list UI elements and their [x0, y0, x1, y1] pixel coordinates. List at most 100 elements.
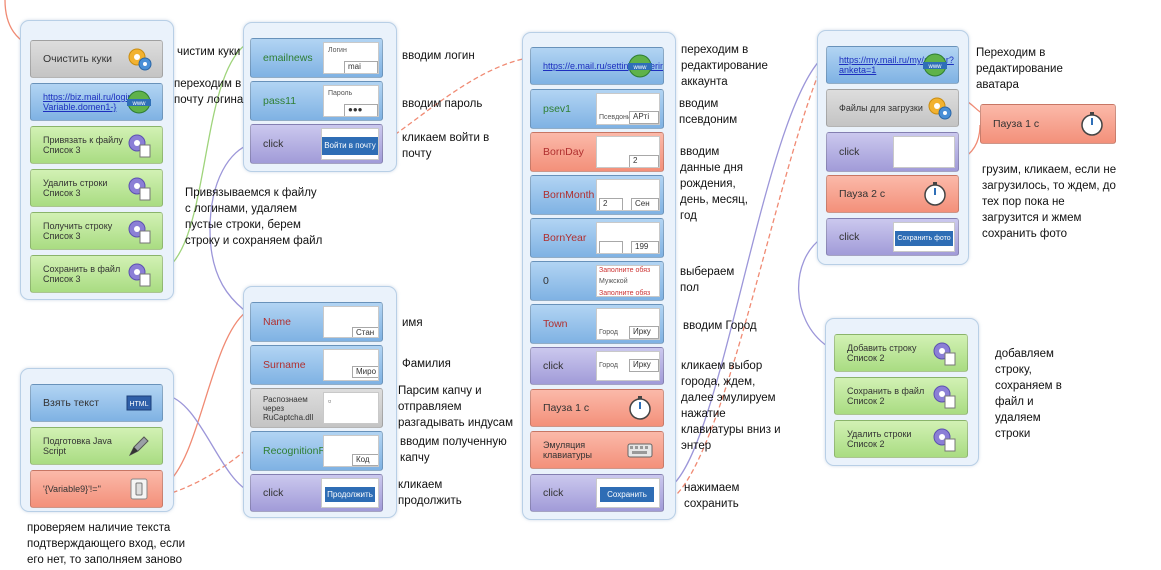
gear-file-icon	[128, 263, 151, 287]
svg-text:www: www	[132, 101, 147, 107]
captcha-code-preview: Код	[323, 435, 379, 467]
stopwatch-icon	[629, 396, 651, 420]
www-globe-icon: www	[923, 53, 947, 77]
block-add-row[interactable]: Добавить строку Список 2	[834, 334, 968, 372]
note-captcha: Парсим капчу и отправляем разгадывать ин…	[398, 385, 513, 429]
pen-icon	[128, 436, 149, 457]
name-preview: Стан	[323, 306, 379, 338]
captcha-preview: ▫	[323, 392, 379, 424]
note-nickname: вводим псевдоним	[679, 98, 738, 126]
note-name: имя	[402, 317, 423, 329]
block-prepare-js[interactable]: Подготовка Java Script	[30, 427, 163, 465]
svg-text:HTML: HTML	[129, 401, 148, 408]
block-bind-file[interactable]: Привязать к файлу Список 3	[30, 126, 163, 164]
html-icon: HTML	[126, 395, 152, 411]
note-upload: грузим, кликаем, если не загрузилось, то…	[982, 164, 1117, 240]
block-upload-files[interactable]: Файлы для загрузки	[826, 89, 959, 127]
wire-col2-loop	[209, 143, 252, 311]
born-day-preview: 2	[596, 136, 660, 168]
note-clear-cookies: чистим куки	[177, 46, 241, 58]
born-month-preview: 2 Сен	[596, 179, 660, 211]
block-born-year[interactable]: BornYear 199	[530, 218, 664, 258]
note-surname: Фамилия	[402, 358, 451, 370]
save-photo-preview: Сохранить фото	[893, 222, 955, 252]
note-bind-file: Привязываемся к файлу с логинами, удаляе…	[185, 187, 323, 247]
password-preview: Пароль ●●●	[323, 85, 379, 117]
gear-cookie-icon	[928, 97, 952, 120]
block-input-name[interactable]: Name Стан	[250, 302, 383, 342]
login-preview: Логин mai	[323, 42, 379, 74]
block-select-gender[interactable]: 0 Заполните обяз Мужской Заполните обяз	[530, 261, 664, 301]
svg-text:www: www	[633, 65, 648, 71]
block-pause-2s[interactable]: Пауза 2 с	[826, 175, 959, 213]
note-enter-captcha: вводим полученную капчу	[400, 436, 507, 464]
gender-preview: Заполните обяз Мужской Заполните обяз	[596, 265, 660, 297]
block-click-upload[interactable]: click	[826, 132, 959, 172]
block-goto-biz-mail[interactable]: https://biz.mail.ru/login/{-Variable.dom…	[30, 83, 163, 121]
town-preview: Город Ирку	[596, 308, 660, 340]
block-born-month[interactable]: BornMonth 2 Сен	[530, 175, 664, 215]
wire-col1-to-col2	[164, 44, 246, 271]
block-click-continue[interactable]: click Продолжить	[250, 474, 383, 512]
note-gender: выбераем пол	[680, 266, 735, 294]
www-globe-icon: www	[628, 54, 652, 78]
note-finalize: добавляем строку, сохраняем в файл и уда…	[995, 348, 1062, 440]
www-globe-icon: www	[127, 90, 151, 114]
note-goto-account: переходим в редактирование аккаунта	[681, 44, 768, 88]
note-save-account: нажимаем сохранить	[684, 482, 740, 510]
block-save-file-2[interactable]: Сохранить в файл Список 2	[834, 377, 968, 415]
gear-cookie-icon	[128, 48, 152, 71]
gear-file-icon	[933, 385, 956, 409]
switch-icon	[130, 478, 148, 500]
block-take-text[interactable]: Взять текст HTML	[30, 384, 163, 422]
block-save-file[interactable]: Сохранить в файл Список 3	[30, 255, 163, 293]
block-click-save-photo[interactable]: click Сохранить фото	[826, 218, 959, 256]
gear-file-icon	[128, 177, 151, 201]
keyboard-icon	[627, 443, 653, 458]
note-goto-mail: переходим в почту логина	[174, 78, 244, 106]
surname-preview: Миро	[323, 349, 379, 381]
block-input-nickname[interactable]: psev1 Псевдоним APтi	[530, 89, 664, 129]
block-click-login[interactable]: click Войти в почту	[250, 124, 383, 164]
gear-file-icon	[933, 428, 956, 452]
note-click-town: кликаем выбор города, ждем, далее эмулир…	[681, 360, 781, 452]
gear-file-icon	[933, 342, 956, 366]
stopwatch-icon	[924, 182, 946, 206]
save-button-preview: Сохранить	[596, 478, 660, 508]
block-get-row[interactable]: Получить строку Список 3	[30, 212, 163, 250]
click-town-preview: Город Ирку	[596, 351, 660, 381]
block-delete-rows[interactable]: Удалить строки Список 3	[30, 169, 163, 207]
block-keyboard-emulation[interactable]: Эмуляция клавиатуры	[530, 431, 664, 469]
block-goto-userinfo[interactable]: https://e.mail.ru/settings/userinfo www	[530, 47, 664, 85]
note-click-login: кликаем войти в почту	[402, 132, 490, 160]
note-birthday: вводим данные дня рождения, день, месяц,…	[680, 146, 748, 222]
block-delete-rows-2[interactable]: Удалить строки Список 2	[834, 420, 968, 458]
wire-retry-red	[164, 311, 247, 486]
wire-col4-to-col4b	[797, 237, 828, 347]
block-recognize-captcha[interactable]: Распознаем через RuCaptcha.dll ▫	[250, 388, 383, 428]
block-input-captcha[interactable]: RecognitionResult1 Код	[250, 431, 383, 471]
block-side-pause-1s[interactable]: Пауза 1 с	[980, 104, 1116, 144]
block-pause-1s[interactable]: Пауза 1 с	[530, 389, 664, 427]
block-goto-avatar[interactable]: https://my.mail.ru/my/avatar?anketa=1 ww…	[826, 46, 959, 84]
note-enter-login: вводим логин	[402, 50, 475, 62]
svg-text:www: www	[928, 64, 943, 70]
block-click-town[interactable]: click Город Ирку	[530, 347, 664, 385]
block-input-password[interactable]: pass11 Пароль ●●●	[250, 81, 383, 121]
nickname-preview: Псевдоним APтi	[596, 93, 660, 125]
wire-col3-red	[664, 74, 819, 504]
wire-check-purple	[164, 394, 252, 493]
block-condition[interactable]: '{Variable9}'!=''	[30, 470, 163, 508]
block-input-surname[interactable]: Surname Миро	[250, 345, 383, 385]
upload-preview	[893, 136, 955, 168]
block-born-day[interactable]: BornDay 2	[530, 132, 664, 172]
block-click-save-account[interactable]: click Сохранить	[530, 474, 664, 512]
block-clear-cookies[interactable]: Очистить куки	[30, 40, 163, 78]
note-town: вводим Город	[683, 320, 757, 332]
gear-file-icon	[128, 134, 151, 158]
block-input-login[interactable]: emailnews Логин mai	[250, 38, 383, 78]
note-goto-avatar: Переходим в редактирование аватара	[976, 47, 1063, 91]
block-input-town[interactable]: Town Город Ирку	[530, 304, 664, 344]
continue-button-preview: Продолжить	[321, 478, 379, 508]
note-check-login: проверяем наличие текста подтверждающего…	[27, 522, 186, 566]
